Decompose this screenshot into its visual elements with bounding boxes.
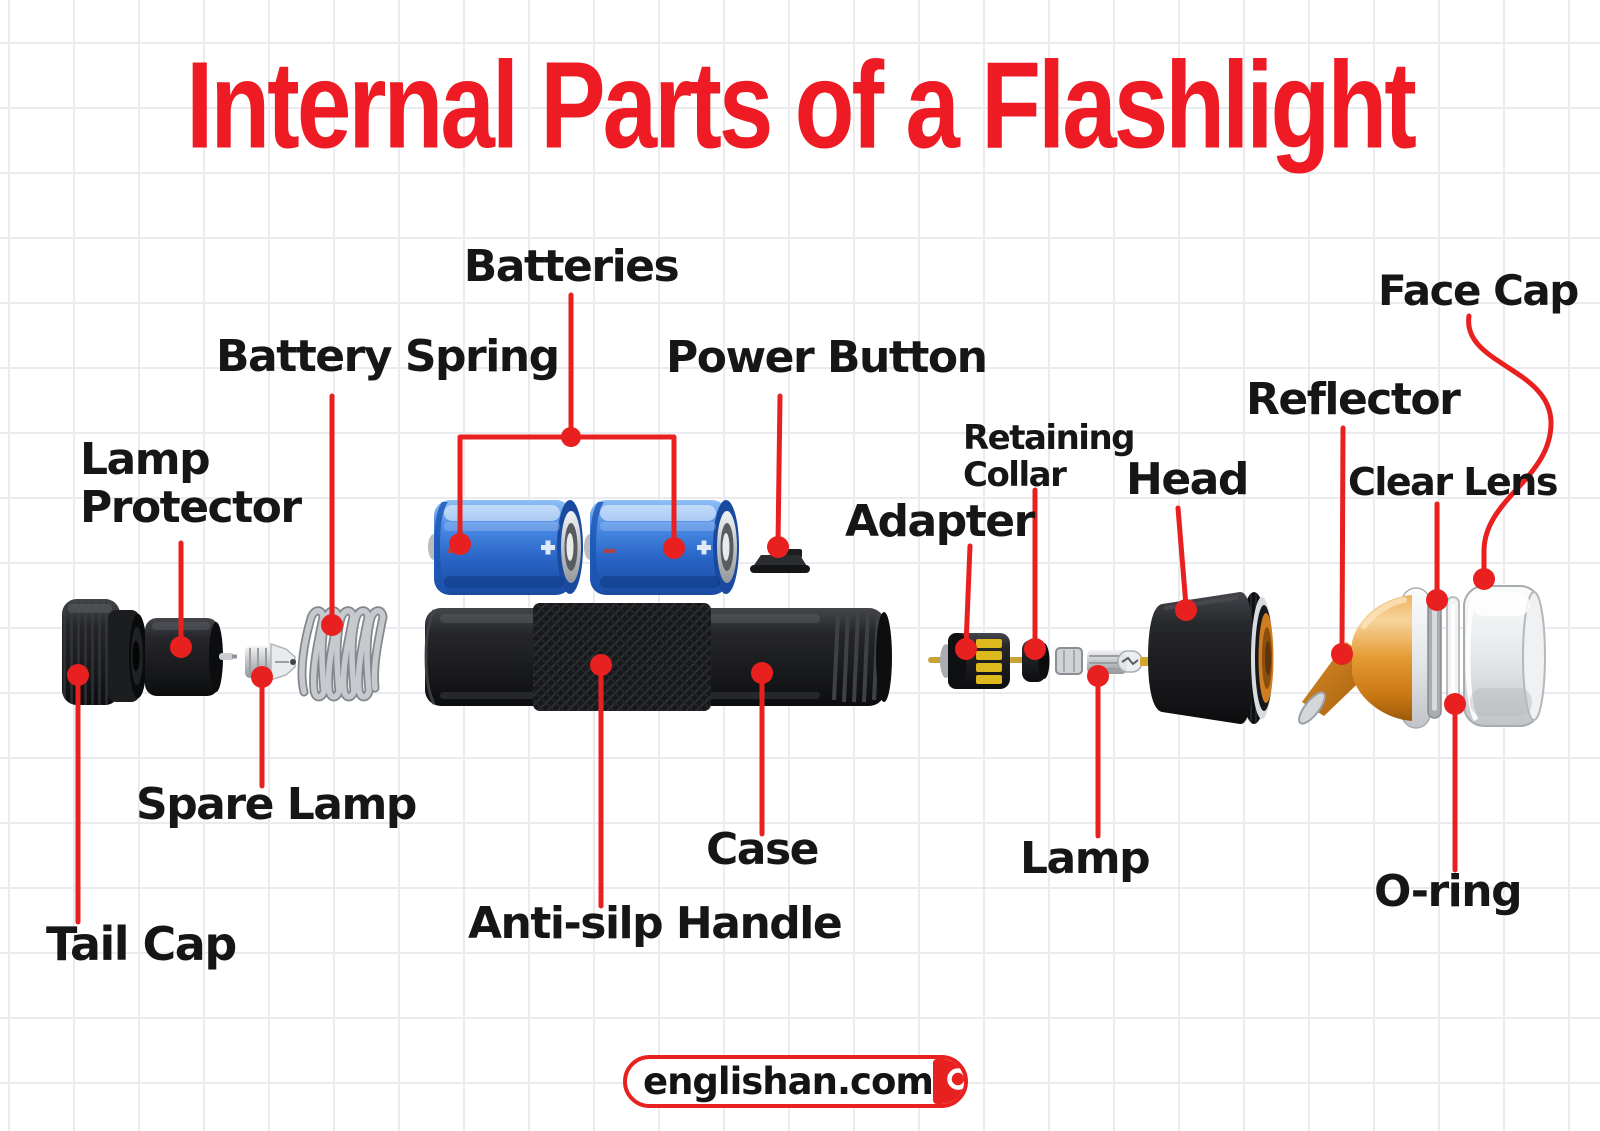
- leader-power-button: [767, 393, 789, 558]
- site-name: englishan.com: [643, 1060, 934, 1103]
- label-clear-lens: Clear Lens: [1348, 460, 1558, 504]
- label-retaining-collar-line2: Collar: [963, 454, 1067, 495]
- label-lamp-protector-line2: Protector: [80, 481, 302, 533]
- leader-spare-lamp: [251, 666, 273, 789]
- site-badge: englishan.com: [623, 1055, 968, 1108]
- leader-o-ring: [1444, 693, 1466, 873]
- spare-lamp-part: [245, 642, 296, 682]
- clear-lens-part: [1427, 591, 1442, 719]
- battery-spring-part: [297, 606, 388, 702]
- label-lamp-protector: Lamp Protector: [80, 434, 302, 533]
- label-lamp: Lamp: [1020, 833, 1151, 884]
- battery-2-part: [584, 500, 739, 595]
- label-face-cap: Face Cap: [1378, 266, 1579, 315]
- leader-clear-lens: [1426, 501, 1448, 611]
- leader-anti-slip-handle: [590, 654, 612, 909]
- label-lamp-protector-line1: Lamp: [80, 434, 211, 485]
- leader-head: [1175, 505, 1197, 621]
- leader-case: [751, 662, 773, 837]
- leader-face-cap: [1466, 313, 1554, 590]
- leader-lamp-protector: [170, 540, 192, 658]
- leader-lamp: [1087, 665, 1109, 839]
- lamp-protector-part: [145, 618, 237, 696]
- battery-1-part: [428, 500, 583, 595]
- label-o-ring: O-ring: [1374, 866, 1523, 917]
- tail-cap-part: [62, 599, 147, 705]
- leader-battery-spring: [321, 393, 343, 636]
- label-head: Head: [1126, 454, 1249, 505]
- label-anti-slip-handle: Anti-silp Handle: [468, 898, 843, 949]
- label-reflector: Reflector: [1246, 374, 1461, 425]
- leader-tail-cap: [67, 664, 89, 925]
- leader-reflector: [1331, 425, 1353, 665]
- leader-adapter: [955, 543, 977, 660]
- head-part: [1148, 591, 1274, 725]
- leader-lines: [67, 292, 1554, 925]
- page-title: Internal Parts of a Flashlight: [186, 35, 1417, 174]
- label-batteries: Batteries: [463, 241, 680, 292]
- label-case: Case: [705, 824, 820, 875]
- label-battery-spring: Battery Spring: [216, 331, 560, 382]
- label-tail-cap: Tail Cap: [46, 917, 237, 971]
- leader-retaining-collar: [1024, 487, 1046, 660]
- adapter-part: [928, 633, 1028, 689]
- label-retaining-collar-line1: Retaining: [963, 418, 1136, 458]
- label-spare-lamp: Spare Lamp: [136, 779, 417, 830]
- face-cap-part: [1463, 585, 1546, 727]
- magnifier-icon: [947, 1067, 964, 1090]
- label-adapter: Adapter: [845, 496, 1035, 547]
- case-part: [424, 603, 892, 711]
- search-button[interactable]: [932, 1059, 964, 1104]
- leader-batteries: [449, 292, 685, 559]
- reflector-part: [1298, 587, 1431, 729]
- label-power-button: Power Button: [666, 332, 988, 383]
- label-retaining-collar: Retaining Collar: [963, 418, 1136, 495]
- flashlight-parts: [62, 500, 1546, 729]
- power-button-part: [750, 549, 810, 573]
